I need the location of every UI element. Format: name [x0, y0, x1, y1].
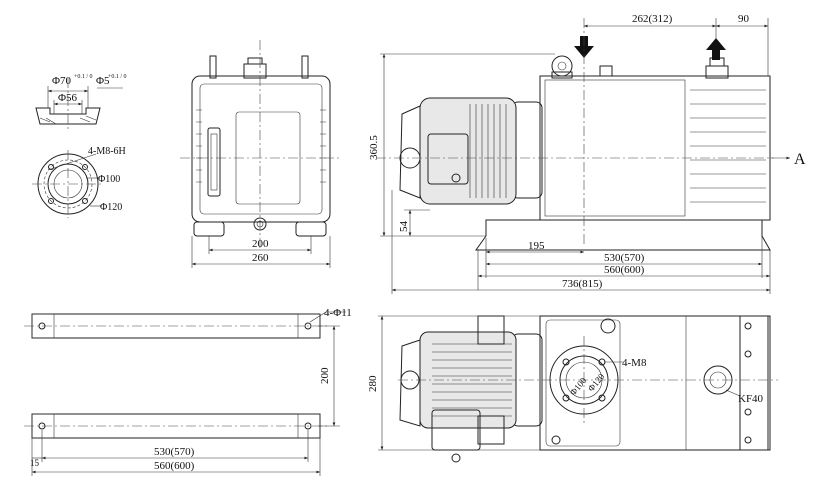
- base-560-label: 560(600): [154, 460, 195, 472]
- flange-120-label: Φ120: [100, 202, 122, 213]
- flange-bore-label: Φ5: [96, 75, 110, 87]
- flange-section: [35, 78, 123, 132]
- side-54-label: 54: [398, 221, 410, 233]
- base-holes-label: 4-Φ11: [324, 307, 352, 319]
- side-530-label: 530(570): [604, 252, 645, 264]
- base-200-label: 200: [319, 367, 331, 384]
- view-a-label: A: [794, 151, 806, 168]
- pump-front-view: [180, 40, 340, 268]
- flange-od-tolerance: +0.1 / 0: [74, 74, 93, 80]
- side-360-label: 360.5: [368, 135, 380, 160]
- flange-detail-view: Φ70 +0.1 / 0 Φ5 +0.1 / 0 Φ56 4-M8-6H Φ10…: [32, 74, 127, 218]
- flange-bolts-label: 4-M8-6H: [88, 146, 126, 157]
- side-262-label: 262(312): [632, 13, 673, 25]
- top-280-label: 280: [367, 375, 379, 392]
- top-bolts-label: 4-M8: [622, 357, 647, 369]
- side-90-label: 90: [738, 13, 750, 25]
- flange-od-label: Φ70: [52, 75, 72, 87]
- base-15-label: 15: [30, 458, 40, 468]
- base-530-label: 530(570): [154, 446, 195, 458]
- flange-face-view: [32, 150, 104, 218]
- side-560-label: 560(600): [604, 264, 645, 276]
- flange-100-label: Φ100: [98, 174, 120, 185]
- side-195-label: 195: [528, 240, 545, 252]
- inlet-arrow-icon: [574, 36, 594, 58]
- flange-bore-tolerance: +0.1 / 0: [108, 74, 127, 80]
- base-plan-view: [24, 311, 346, 476]
- side-736-label: 736(815): [562, 278, 603, 290]
- top-kf-label: KF40: [738, 393, 764, 405]
- pump-side-view: [376, 18, 790, 294]
- outlet-arrow-icon: [706, 38, 726, 60]
- front-260-label: 260: [252, 252, 269, 264]
- front-200-label: 200: [252, 238, 269, 250]
- pump-top-view: [378, 315, 778, 463]
- flange-56-label: Φ56: [58, 92, 78, 104]
